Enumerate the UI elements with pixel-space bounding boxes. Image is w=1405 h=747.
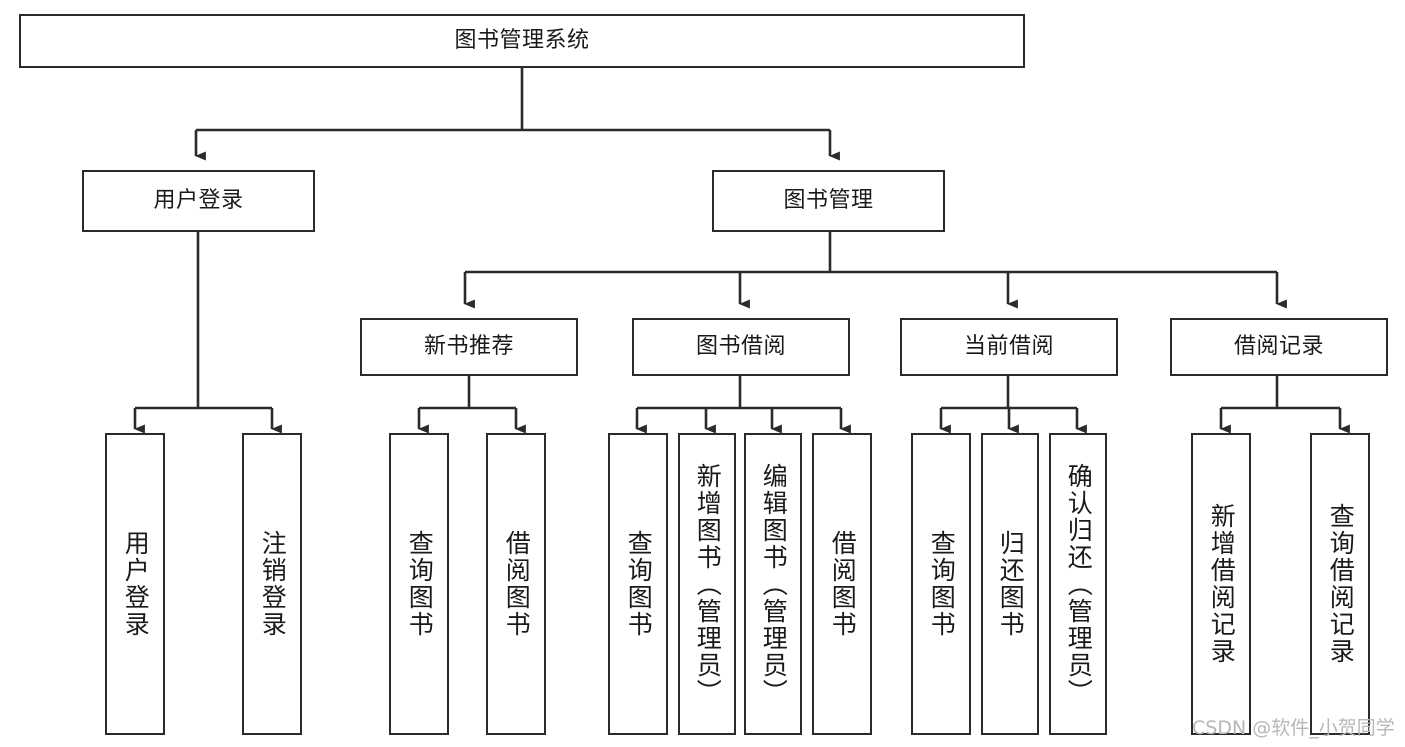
- node-leaf-user-login-label: 用户登录: [121, 530, 151, 638]
- node-leaf-borrow-book-2[interactable]: 借阅图书: [812, 433, 872, 735]
- node-leaf-query-book-2-label: 查询图书: [624, 530, 654, 638]
- node-leaf-borrow-book-1[interactable]: 借阅图书: [486, 433, 546, 735]
- node-leaf-query-record-label: 查询借阅记录: [1326, 503, 1356, 665]
- node-leaf-add-record[interactable]: 新增借阅记录: [1191, 433, 1251, 735]
- node-leaf-edit-book[interactable]: 编辑图书（管理员）: [744, 433, 802, 735]
- node-leaf-query-book-2[interactable]: 查询图书: [608, 433, 668, 735]
- node-new-book-recommend[interactable]: 新书推荐: [360, 318, 578, 376]
- node-borrow-record[interactable]: 借阅记录: [1170, 318, 1388, 376]
- node-user-login-label: 用户登录: [153, 188, 244, 214]
- node-leaf-query-record[interactable]: 查询借阅记录: [1310, 433, 1370, 735]
- node-leaf-borrow-book-1-label: 借阅图书: [502, 530, 532, 638]
- node-book-management[interactable]: 图书管理: [712, 170, 945, 232]
- node-book-borrow-label: 图书借阅: [695, 334, 786, 360]
- node-user-login[interactable]: 用户登录: [82, 170, 315, 232]
- node-leaf-confirm-return[interactable]: 确认归还（管理员）: [1049, 433, 1107, 735]
- node-leaf-add-record-label: 新增借阅记录: [1207, 503, 1237, 665]
- node-leaf-confirm-return-label: 确认归还（管理员）: [1064, 462, 1094, 706]
- node-current-borrow-label: 当前借阅: [963, 334, 1054, 360]
- node-leaf-logout[interactable]: 注销登录: [242, 433, 302, 735]
- node-root[interactable]: 图书管理系统: [19, 14, 1025, 68]
- node-book-management-label: 图书管理: [783, 188, 874, 214]
- node-new-book-recommend-label: 新书推荐: [423, 334, 514, 360]
- node-leaf-return-book-label: 归还图书: [996, 530, 1026, 638]
- node-leaf-query-book-1[interactable]: 查询图书: [389, 433, 449, 735]
- node-leaf-return-book[interactable]: 归还图书: [981, 433, 1039, 735]
- node-leaf-user-login[interactable]: 用户登录: [105, 433, 165, 735]
- node-leaf-borrow-book-2-label: 借阅图书: [828, 530, 858, 638]
- node-leaf-add-book[interactable]: 新增图书（管理员）: [678, 433, 736, 735]
- node-root-label: 图书管理系统: [454, 28, 590, 54]
- node-leaf-add-book-label: 新增图书（管理员）: [693, 462, 723, 706]
- node-leaf-query-book-3-label: 查询图书: [927, 530, 957, 638]
- watermark: CSDN @软件_小贺同学: [1192, 717, 1395, 739]
- node-current-borrow[interactable]: 当前借阅: [900, 318, 1118, 376]
- node-leaf-edit-book-label: 编辑图书（管理员）: [759, 462, 789, 706]
- node-leaf-query-book-1-label: 查询图书: [405, 530, 435, 638]
- node-leaf-logout-label: 注销登录: [258, 530, 288, 638]
- node-borrow-record-label: 借阅记录: [1233, 334, 1324, 360]
- node-book-borrow[interactable]: 图书借阅: [632, 318, 850, 376]
- node-leaf-query-book-3[interactable]: 查询图书: [911, 433, 971, 735]
